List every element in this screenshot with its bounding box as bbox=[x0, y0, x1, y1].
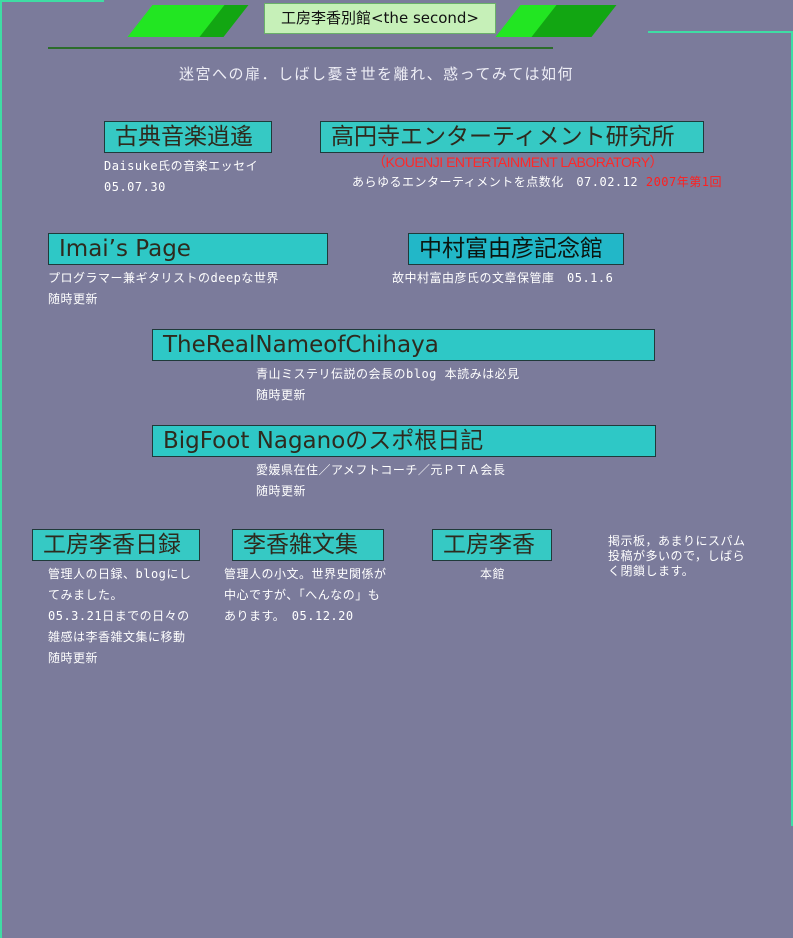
link-koten-ongaku[interactable]: 古典音楽逍遙 bbox=[104, 121, 272, 153]
nichiroku-desc-4: 雑感は李香雑文集に移動 bbox=[48, 630, 186, 644]
site-title: 工房李香別館<the second> bbox=[264, 3, 496, 34]
zatsubun-desc-3: あります。 05.12.20 bbox=[224, 609, 354, 623]
link-rikou-zatsubun[interactable]: 李香雑文集 bbox=[232, 529, 384, 561]
frame-line-left bbox=[0, 0, 2, 938]
link-nakamura-memorial[interactable]: 中村富由彦記念館 bbox=[408, 233, 624, 265]
link-chihaya[interactable]: TheRealNameofChihaya bbox=[152, 329, 655, 361]
notice-line-2: 投稿が多いので，しばら bbox=[608, 549, 746, 563]
link-kouenji-lab[interactable]: 高円寺エンターティメント研究所 bbox=[320, 121, 704, 153]
honkan-desc: 本館 bbox=[480, 567, 506, 581]
link-kobo-nichiroku[interactable]: 工房李香日録 bbox=[32, 529, 200, 561]
chihaya-desc: 青山ミステリ伝説の会長のblog 本読みは必見 bbox=[256, 367, 520, 381]
kouenji-desc-text: あらゆるエンターティメントを点数化 bbox=[352, 175, 564, 189]
header-stripes-left bbox=[127, 5, 249, 37]
frame-line-right bbox=[791, 31, 793, 826]
notice-line-3: く閉鎖します。 bbox=[608, 564, 695, 578]
imai-update: 随時更新 bbox=[48, 292, 99, 306]
nichiroku-desc-1: 管理人の日録、blogにし bbox=[48, 567, 192, 581]
nakamura-desc: 故中村富由彦氏の文章保管庫 05.1.6 bbox=[392, 271, 614, 285]
kouenji-desc: あらゆるエンターティメントを点数化 07.02.12 2007年第1回 bbox=[352, 172, 722, 193]
bigfoot-desc: 愛媛県在住／アメフトコーチ／元ＰＴＡ会長 bbox=[256, 463, 506, 477]
notice-line-1: 掲示板，あまりにスパム bbox=[608, 534, 746, 548]
link-bigfoot-nagano[interactable]: BigFoot Naganoのスポ根日記 bbox=[152, 425, 656, 457]
zatsubun-desc-2: 中心ですが、「へんなの」も bbox=[224, 588, 381, 602]
kouenji-subtitle: （KOUENJI ENTERTAINMENT LABORATORY） bbox=[372, 154, 664, 170]
nichiroku-desc-2: てみました。 bbox=[48, 588, 124, 602]
kouenji-date: 07.02.12 bbox=[576, 175, 639, 189]
site-tagline: 迷宮への扉．しばし憂き世を離れ、惑ってみては如何 bbox=[178, 65, 575, 83]
zatsubun-desc-1: 管理人の小文。世界史関係が bbox=[224, 567, 387, 581]
koten-desc: Daisuke氏の音楽エッセイ bbox=[104, 159, 259, 173]
frame-line-top-left bbox=[0, 0, 104, 2]
bigfoot-update: 随時更新 bbox=[256, 484, 307, 498]
koten-date: 05.07.30 bbox=[104, 180, 166, 194]
nichiroku-update: 随時更新 bbox=[48, 651, 99, 665]
kouenji-note: 2007年第1回 bbox=[645, 175, 722, 189]
frame-line-top-right bbox=[648, 31, 793, 33]
header-stripes-right bbox=[495, 5, 617, 37]
header-divider bbox=[48, 47, 553, 49]
chihaya-update: 随時更新 bbox=[256, 388, 307, 402]
link-kobo-rikou-honkan[interactable]: 工房李香 bbox=[432, 529, 552, 561]
nichiroku-desc-3: 05.3.21日までの日々の bbox=[48, 609, 190, 623]
imai-desc: プログラマー兼ギタリストのdeepな世界 bbox=[48, 271, 279, 285]
link-imai-page[interactable]: Imai’s Page bbox=[48, 233, 328, 265]
